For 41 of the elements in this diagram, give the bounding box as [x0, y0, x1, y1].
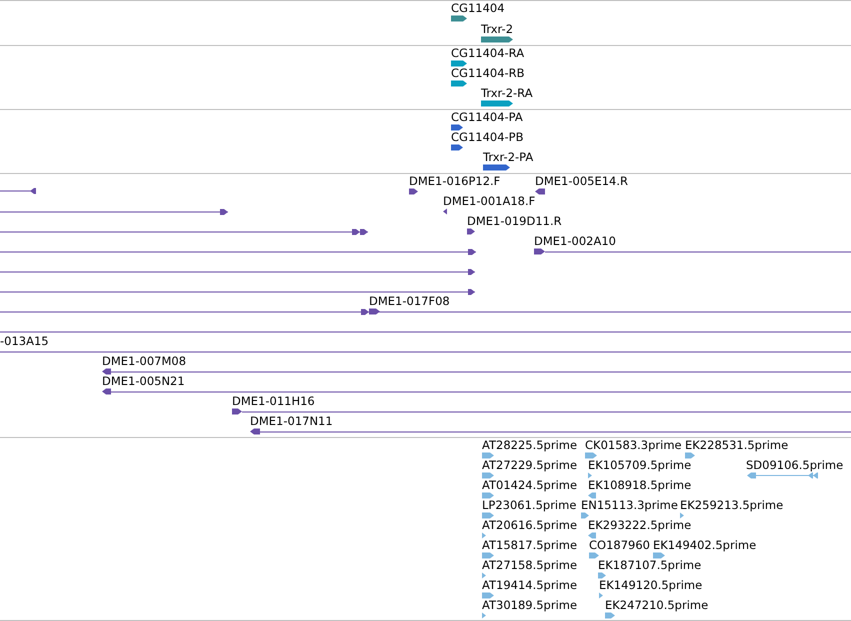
feature-label: EK247210.5prime [605, 598, 708, 612]
feature-label: LP23061.5prime [482, 498, 576, 512]
feature-label: EK149120.5prime [599, 578, 702, 592]
feature-label: -013A15 [0, 334, 49, 348]
feature-label: AT15817.5prime [482, 538, 578, 552]
feature-label: AT01424.5prime [482, 478, 578, 492]
feature-label: Trxr-2 [481, 22, 514, 36]
feature-label: EK259213.5prime [680, 498, 784, 512]
feature-label: CG11404-RA [451, 46, 524, 60]
feature-label: CG11404-RB [451, 66, 525, 80]
feature-label: EK293222.5prime [588, 518, 692, 532]
feature-label: DME1-017F08 [369, 294, 450, 308]
feature-label: AT20616.5prime [482, 518, 578, 532]
feature-label: EK228531.5prime [685, 438, 788, 452]
feature-label: EK105709.5prime [588, 458, 692, 472]
feature-label: CK01583.3prime [585, 438, 682, 452]
feature-label: SD09106.5prime [746, 458, 844, 472]
feature-label: AT27158.5prime [482, 558, 578, 572]
feature-label: AT28225.5prime [482, 438, 578, 452]
feature-label: EK108918.5prime [588, 478, 692, 492]
feature-label: DME1-011H16 [232, 394, 315, 408]
feature-label: CG11404 [451, 1, 505, 15]
feature-label: AT19414.5prime [482, 578, 578, 592]
feature-label: DME1-017N11 [250, 414, 333, 428]
feature-label: DME1-016P12.F [409, 174, 500, 188]
feature-label: DME1-002A10 [534, 234, 616, 248]
feature-label: DME1-007M08 [102, 354, 186, 368]
feature-label: Trxr-2-RA [481, 86, 533, 100]
feature-label: DME1-005N21 [102, 374, 185, 388]
feature-label: DME1-001A18.F [443, 194, 536, 208]
feature-label: CG11404-PB [451, 130, 524, 144]
feature-label: AT30189.5prime [482, 598, 578, 612]
feature-label: EK149402.5prime [653, 538, 756, 552]
feature-label: AT27229.5prime [482, 458, 578, 472]
feature-label: Trxr-2-PA [483, 150, 534, 164]
feature-label: EN15113.3prime [581, 498, 678, 512]
feature-label: CG11404-PA [451, 110, 523, 124]
feature-label: DME1-019D11.R [467, 214, 562, 228]
feature-label: EK187107.5prime [598, 558, 702, 572]
feature-label: DME1-005E14.R [535, 174, 628, 188]
feature-label: CO187960 [589, 538, 650, 552]
